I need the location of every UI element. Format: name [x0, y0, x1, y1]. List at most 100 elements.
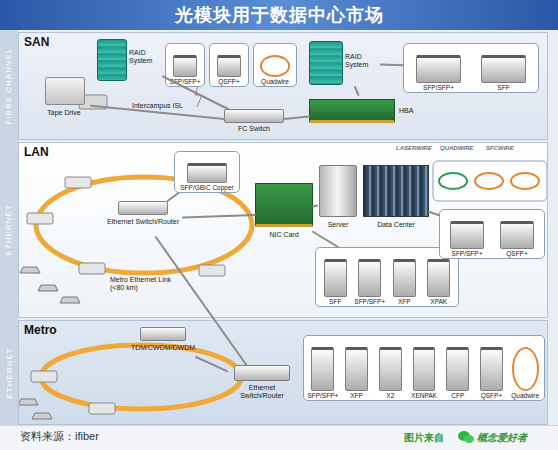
laptop-icon: [20, 267, 40, 273]
module-item: X2: [373, 347, 407, 399]
module-item: QSFP+: [212, 55, 246, 85]
laptop-icon: [19, 399, 38, 405]
side-label: ETHERNET: [0, 320, 18, 425]
switch-icon: [27, 213, 53, 224]
module-name: XENPAK: [411, 392, 437, 399]
switch-icon: [89, 403, 115, 414]
title-banner: 光模块用于数据中心市场: [0, 0, 558, 30]
hba-card: HBA: [309, 95, 421, 127]
module-item: SFP/SFP+: [353, 259, 388, 305]
raid-system: RAID System: [309, 39, 381, 87]
cable-icon: [512, 347, 539, 391]
module-item: XFP: [387, 259, 422, 305]
transceiver-icon: [450, 221, 484, 249]
transceiver-icon: [311, 347, 334, 391]
connector-label: Intercampus ISL: [132, 102, 183, 109]
module-name: QSFP+: [506, 250, 528, 257]
band-heading: LAN: [24, 145, 49, 159]
wdm-node: TDM/CWDM/DWDM: [115, 327, 211, 357]
lan-band: LAN SFP/GBIC CopperEthernet Switch/Router…: [18, 142, 548, 318]
module-name: SFP/SFP+: [354, 298, 385, 305]
brand-logo: LASERWIRE: [396, 145, 432, 151]
brand-logo: SFCWIRE: [486, 145, 514, 151]
switch-icon: [199, 265, 225, 276]
module-name: XFP: [398, 298, 411, 305]
transceiver-icon: [393, 259, 416, 297]
band-heading: Metro: [24, 323, 57, 337]
dc-icon: [363, 165, 429, 217]
ethernet-switch: Ethernet Switch/Router: [103, 201, 183, 237]
module-name: XFP: [350, 392, 363, 399]
switch-icon: [65, 177, 91, 188]
device-label: TDM/CWDM/DWDM: [115, 344, 211, 352]
diagram-title: 光模块用于数据中心市场: [0, 0, 558, 30]
side-label: FIBRE CHANNEL: [0, 32, 18, 140]
module-group: SFP/SFP+XFPX2XENPAKCFPQSFP+Quadwire: [303, 335, 545, 401]
module-item: Quadwire: [508, 347, 542, 399]
module-group: SFP/SFP+SFF: [403, 43, 539, 93]
server-tower: Server: [317, 165, 359, 235]
transceiver-icon: [500, 221, 534, 249]
switch-icon: [140, 327, 186, 341]
device-label: Tape Drive: [37, 109, 91, 117]
module-item: XENPAK: [407, 347, 441, 399]
cable-loop: [439, 173, 467, 189]
module-item: QSFP+: [492, 221, 542, 257]
tape-icon: [45, 77, 85, 105]
metro-ring: [41, 345, 241, 409]
card-icon: [309, 99, 395, 123]
transceiver-icon: [217, 55, 240, 77]
link-note: Metro Ethernet Link (<80 km): [110, 276, 172, 292]
raid-icon: [97, 39, 127, 81]
module-item: SFF: [318, 259, 353, 305]
tape-drive: Tape Drive: [37, 77, 91, 129]
module-callout: Quadwire: [253, 43, 297, 87]
data-center: Data Center: [363, 165, 429, 235]
transceiver-icon: [416, 55, 460, 83]
module-item: QSFP+: [475, 347, 509, 399]
transceiver-icon: [446, 347, 469, 391]
transceiver-icon: [345, 347, 368, 391]
module-name: SFP/SFP+: [307, 392, 338, 399]
switch-icon: [234, 365, 290, 381]
transceiver-icon: [480, 347, 503, 391]
module-name: SFP/GBIC Copper: [180, 184, 233, 191]
cable-loop: [475, 173, 503, 189]
device-label: Ethernet Switch/Router: [103, 218, 183, 226]
laptop-icon: [32, 413, 52, 419]
nic-card: NIC Card: [255, 183, 313, 245]
side-label: ETHERNET: [0, 142, 18, 318]
module-group: SFP/SFP+ QSFP+: [439, 209, 545, 259]
module-item: SFP/SFP+: [406, 55, 471, 91]
device-label: RAID System: [345, 53, 381, 69]
cable-loop: [511, 173, 539, 189]
card-icon: [255, 183, 313, 227]
fc-switch: FC Switch: [224, 109, 284, 135]
module-item: XFP: [340, 347, 374, 399]
san-band: SANRAID SystemTape DriveFC SwitchRAID Sy…: [18, 32, 548, 140]
switch-icon: [118, 201, 168, 215]
transceiver-icon: [427, 259, 450, 297]
device-label: Server: [317, 221, 359, 229]
laptop-icon: [60, 297, 80, 303]
module-name: QSFP+: [218, 78, 240, 85]
transceiver-icon: [481, 55, 525, 83]
module-item: SFP/SFP+: [442, 221, 492, 257]
brand-logo: QUADWIRE: [440, 145, 473, 151]
module-callout: SFP/GBIC Copper: [174, 151, 240, 193]
device-label: FC Switch: [224, 125, 284, 133]
source-note: 资料来源：ifiber: [20, 429, 99, 444]
switch-icon: [31, 371, 57, 382]
server-icon: [319, 165, 357, 217]
module-item: SFP/SFP+: [168, 55, 202, 85]
module-name: SFF: [329, 298, 341, 305]
transceiver-icon: [379, 347, 402, 391]
device-label: RAID System: [129, 49, 163, 65]
transceiver-icon: [173, 55, 196, 77]
module-group: SFFSFP/SFP+XFPXPAK: [315, 247, 459, 307]
module-item: SFP/GBIC Copper: [177, 163, 237, 191]
transceiver-icon: [324, 259, 347, 297]
module-name: SFP/SFP+: [170, 78, 201, 85]
module-item: Quadwire: [256, 55, 294, 85]
